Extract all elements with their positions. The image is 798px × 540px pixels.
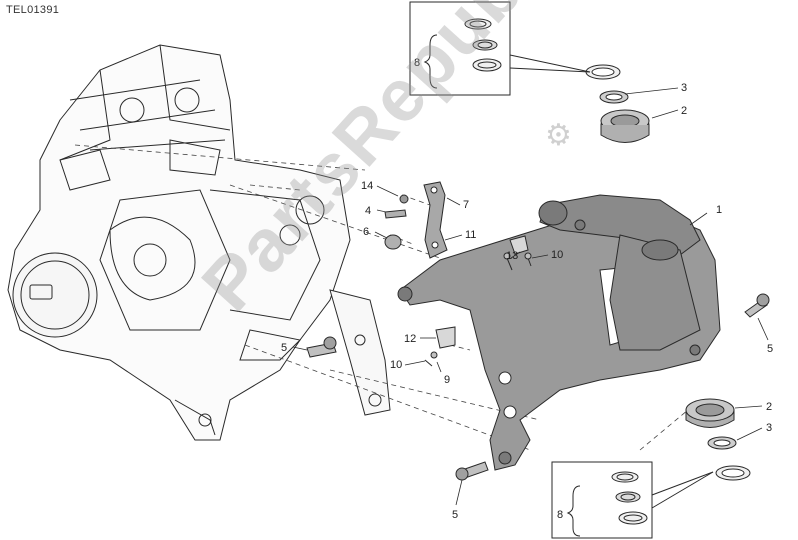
callout-2-top: 2 (681, 105, 687, 117)
callout-6: 6 (363, 226, 369, 238)
callout-13: 13 (506, 250, 518, 262)
leader-lines (292, 87, 769, 506)
callout-11: 11 (465, 229, 476, 241)
diagram-code: TEL01391 (6, 4, 60, 16)
inset-box-bottom (551, 461, 714, 539)
main-frame (397, 194, 721, 471)
callout-10-right: 10 (551, 249, 563, 261)
callout-1: 1 (716, 204, 722, 216)
callout-5-right: 5 (767, 343, 773, 355)
gear-icon: ⚙ (545, 119, 572, 152)
callout-2-bottom: 2 (766, 401, 772, 413)
callout-3-top: 3 (681, 82, 687, 94)
callout-14: 14 (361, 180, 373, 192)
callout-5-left: 5 (281, 342, 287, 354)
callout-9: 9 (444, 374, 450, 386)
callout-7: 7 (463, 199, 469, 211)
callout-labels: 1 2 3 8 14 4 6 7 11 13 10 5 2 3 12 10 9 … (281, 57, 773, 521)
callout-4: 4 (365, 205, 371, 217)
inset-box-top (409, 1, 591, 96)
callout-3-bottom: 3 (766, 422, 772, 434)
callout-8-top: 8 (414, 57, 420, 69)
callout-10-left: 10 (390, 359, 402, 371)
engine-mount-plate (329, 289, 391, 416)
small-parts (306, 181, 770, 481)
callout-12: 12 (404, 333, 416, 345)
callout-5-bottom: 5 (452, 509, 458, 521)
callout-8-bottom: 8 (557, 509, 563, 521)
steering-bearings-bottom (685, 398, 751, 481)
steering-bearings-top (585, 64, 650, 143)
engine-illustration (7, 44, 351, 441)
